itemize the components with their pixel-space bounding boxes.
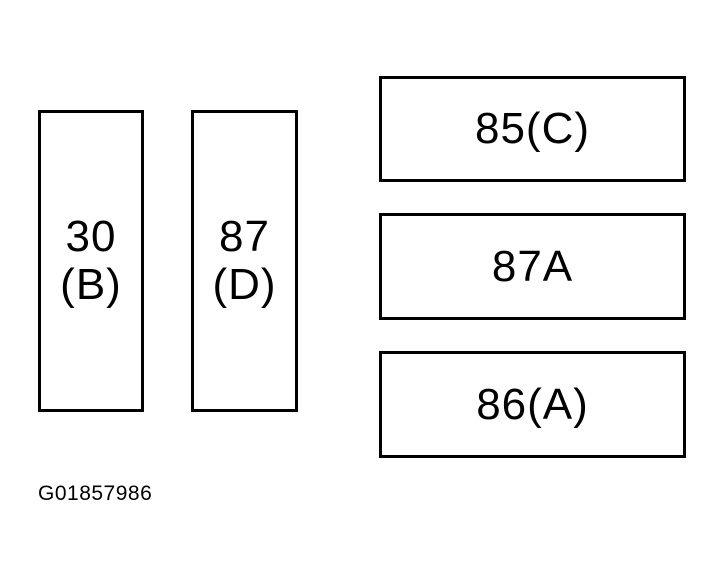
terminal-letter: (B) xyxy=(60,260,122,309)
terminal-label: 85(C) xyxy=(474,104,591,153)
terminal-86-a: 86(A) xyxy=(379,351,686,458)
terminal-number: 30 xyxy=(65,211,117,261)
terminal-85-c: 85(C) xyxy=(379,76,686,182)
terminal-87a: 87A xyxy=(379,213,686,320)
terminal-label: 86(A) xyxy=(476,379,589,429)
terminal-label: 87A xyxy=(491,241,574,291)
terminal-87-d: 87 (D) xyxy=(191,110,298,412)
terminal-number: 87 xyxy=(219,211,270,261)
terminal-30-b: 30 (B) xyxy=(38,110,144,412)
terminal-letter: (D) xyxy=(212,260,277,309)
figure-reference-code: G01857986 xyxy=(38,482,153,505)
